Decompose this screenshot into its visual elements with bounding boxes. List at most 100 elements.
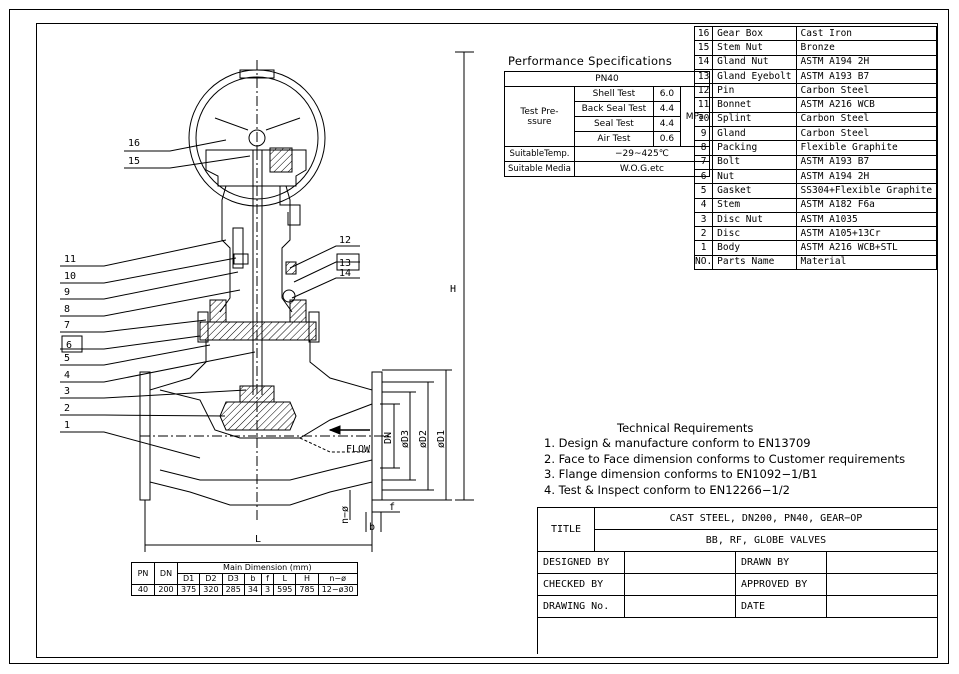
balloon-11: 11 — [64, 254, 76, 265]
part-material: Carbon Steel — [795, 83, 938, 99]
dim-d3: øD3 — [400, 430, 411, 448]
part-material: ASTM A1035 — [795, 211, 938, 228]
test-pressure-label: Test Pre- ssure — [504, 86, 575, 147]
part-name: Gland — [712, 126, 797, 142]
drawn-by-value[interactable] — [826, 551, 938, 574]
dn-header: DN — [154, 562, 178, 585]
part-name: Gland Nut — [712, 54, 797, 70]
pressure-class: PN40 — [504, 71, 710, 87]
balloon-12: 12 — [339, 235, 351, 246]
technical-item: 3. Flange dimension conforms to EN1092−1… — [544, 467, 818, 481]
part-name: Bolt — [712, 154, 797, 170]
approved-by: APPROVED BY — [735, 573, 827, 596]
part-material: ASTM A105+13Cr — [795, 226, 938, 242]
technical-title: Technical Requirements — [617, 421, 754, 435]
dim-value: 3 — [261, 584, 275, 596]
part-no: 4 — [693, 197, 714, 213]
dim-dn: DN — [383, 432, 394, 444]
part-no: 15 — [693, 40, 714, 56]
dim-col-header: D1 — [176, 573, 201, 585]
dim-d1: øD1 — [436, 430, 447, 448]
header-material: Material — [795, 254, 938, 271]
checked-by: CHECKED BY — [537, 573, 625, 596]
dim-b: b — [369, 522, 375, 533]
balloon-16: 16 — [128, 138, 140, 149]
part-no: 14 — [693, 54, 714, 70]
part-name: Disc — [712, 226, 797, 242]
media-value: W.O.G.etc — [573, 161, 710, 177]
part-material: ASTM A193 B7 — [795, 68, 938, 85]
dim-col-header: H — [295, 573, 319, 585]
temp-label: SuitableTemp. — [504, 146, 575, 162]
part-material: ASTM A193 B7 — [795, 154, 938, 170]
dim-d2: øD2 — [418, 430, 429, 448]
gear-box — [205, 149, 307, 187]
approved-by-value[interactable] — [826, 573, 938, 596]
drawn-by: DRAWN BY — [735, 551, 827, 574]
dim-l: L — [255, 534, 261, 545]
title-line-2: BB, RF, GLOBE VALVES — [594, 529, 938, 552]
designed-by: DESIGNED BY — [537, 551, 625, 574]
part-name: Disc Nut — [712, 211, 797, 228]
title-block: TITLE CAST STEEL, DN200, PN40, GEAR−OP B… — [537, 507, 938, 654]
outer-frame — [9, 9, 949, 664]
dimension-labels: FLOW H L DN øD3 øD2 øD1 n−ø b f — [255, 284, 456, 545]
dim-h: H — [450, 284, 456, 295]
media-label: Suitable Media — [504, 161, 575, 177]
part-material: Cast Iron — [795, 25, 938, 42]
dim-col-header: f — [261, 573, 275, 585]
balloon-13: 13 — [339, 258, 351, 269]
part-no: 3 — [693, 211, 714, 228]
balloon-4: 4 — [64, 370, 70, 381]
date-value[interactable] — [826, 595, 938, 618]
checked-by-value[interactable] — [624, 573, 736, 596]
test-value: 4.4 — [652, 101, 681, 117]
dim-f: f — [389, 502, 395, 513]
part-no: 2 — [693, 226, 714, 242]
balloon-1: 1 — [64, 420, 70, 431]
balloon-3: 3 — [64, 386, 70, 397]
temp-value: −29~425℃ — [573, 146, 710, 162]
balloon-8: 8 — [64, 304, 70, 315]
dim-value: 12−ø30 — [317, 584, 358, 596]
dim-col-header: D2 — [199, 573, 223, 585]
pressure-unit: MPa — [679, 86, 710, 147]
disc — [219, 401, 297, 431]
performance-title: Performance Specifications — [508, 54, 673, 68]
drawing-no-value[interactable] — [624, 595, 736, 618]
balloon-5: 5 — [64, 353, 70, 364]
dim-col-header: D3 — [221, 573, 245, 585]
designed-by-value[interactable] — [624, 551, 736, 574]
part-name: Packing — [712, 140, 797, 156]
part-material: ASTM A182 F6a — [795, 197, 938, 213]
technical-list: 1. Design & manufacture conform to EN137… — [544, 436, 905, 498]
test-value: 4.4 — [652, 116, 681, 132]
part-name: Gear Box — [712, 25, 797, 42]
technical-item: 4. Test & Inspect conform to EN12266−1/2 — [544, 482, 790, 497]
valve-body — [139, 340, 383, 506]
test-name: Seal Test — [573, 116, 654, 132]
part-material: Carbon Steel — [795, 111, 938, 128]
part-name: Gasket — [712, 183, 797, 199]
part-material: Bronze — [795, 40, 938, 56]
dim-n: n−ø — [340, 506, 351, 524]
part-material: ASTM A216 WCB+STL — [795, 240, 938, 256]
balloon-14: 14 — [339, 268, 351, 279]
dim-value: 285 — [221, 584, 245, 596]
balloon-2: 2 — [64, 403, 70, 414]
balloon-10: 10 — [64, 271, 76, 282]
dim-col-header: L — [273, 573, 297, 585]
